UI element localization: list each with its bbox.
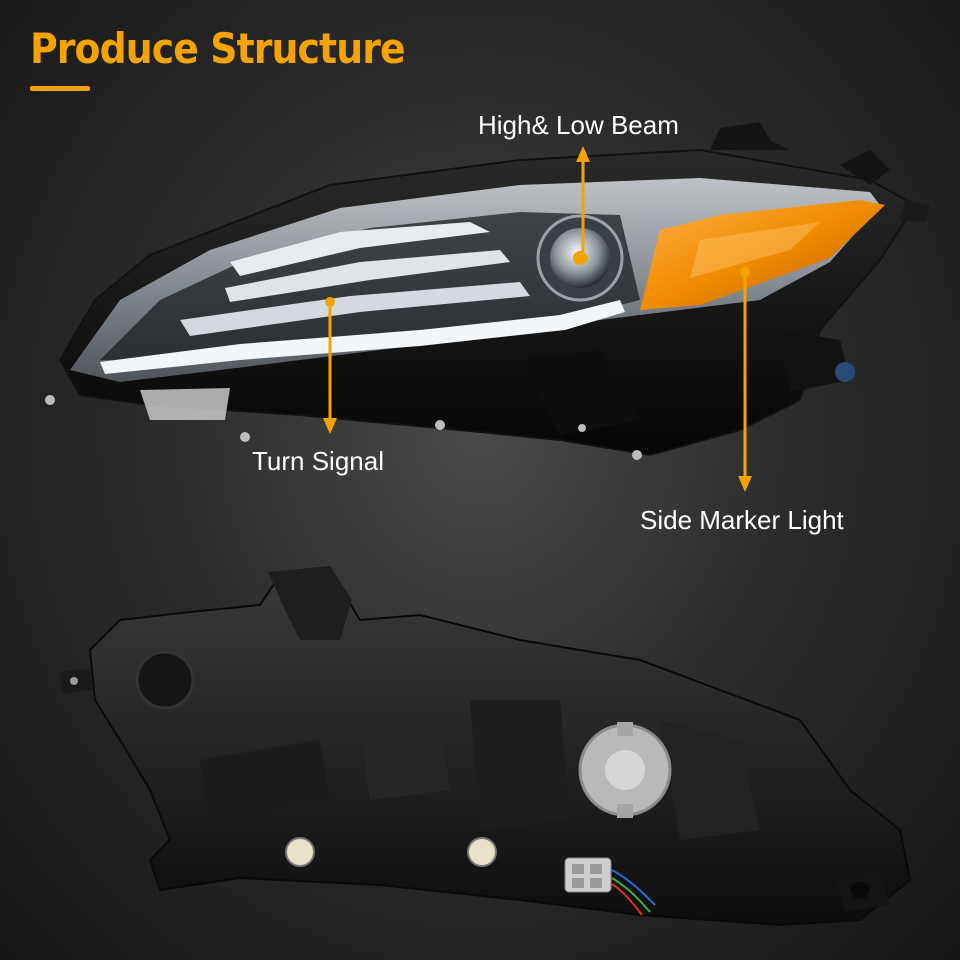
callout-side-marker: Side Marker Light [640,505,844,535]
page-title: Produce Structure [30,24,406,73]
callout-turn-signal: Turn Signal [252,446,384,476]
callout-high-low-beam: High& Low Beam [478,110,679,140]
headlight-front-icon [45,122,930,460]
title-underline [30,86,90,91]
callout-arrows [323,146,752,492]
headlight-rear-icon [60,566,912,927]
